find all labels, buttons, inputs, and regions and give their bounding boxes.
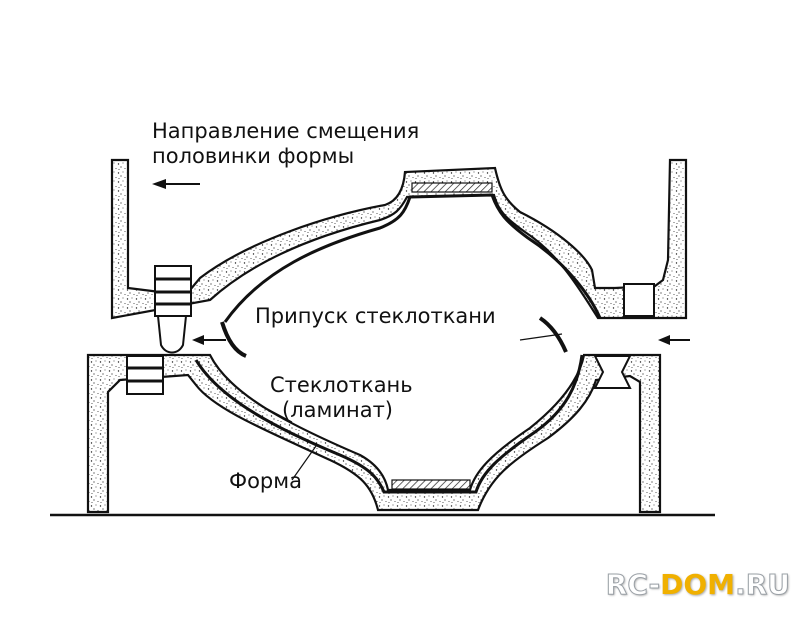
arrow-left-icon	[152, 179, 200, 189]
lower-laminate	[194, 354, 584, 494]
leader-form	[291, 445, 317, 481]
leader-allowance	[519, 333, 563, 341]
allowance-flap-right	[538, 316, 568, 353]
allowance-flap-left	[220, 321, 247, 358]
upper-laminate	[223, 193, 602, 323]
arrow-left-icon	[192, 335, 226, 345]
watermark-part2: DOM	[660, 568, 736, 601]
watermark-logo: RC-DOM.RU	[605, 568, 791, 602]
arrow-left-icon	[658, 335, 690, 345]
upper-pin-right	[623, 283, 655, 317]
form-label: Форма	[229, 469, 302, 493]
lower-pin-left	[126, 355, 164, 395]
watermark-part3: .RU	[735, 568, 791, 602]
lower-hatch-strip	[391, 479, 471, 490]
watermark-part1: RC-	[605, 568, 661, 602]
leader-glass	[261, 405, 293, 423]
lower-pin-right	[593, 355, 632, 389]
allowance-label: Припуск стеклоткани	[255, 304, 496, 328]
direction-label-line2: половинки формы	[152, 144, 355, 168]
fiberglass-label-line2: (ламинат)	[282, 398, 393, 422]
fiberglass-label-line1: Стеклоткань	[270, 373, 413, 397]
pin-tip	[156, 315, 188, 354]
upper-hatch-strip	[411, 182, 493, 193]
direction-label-line1: Направление смещения	[152, 119, 420, 143]
